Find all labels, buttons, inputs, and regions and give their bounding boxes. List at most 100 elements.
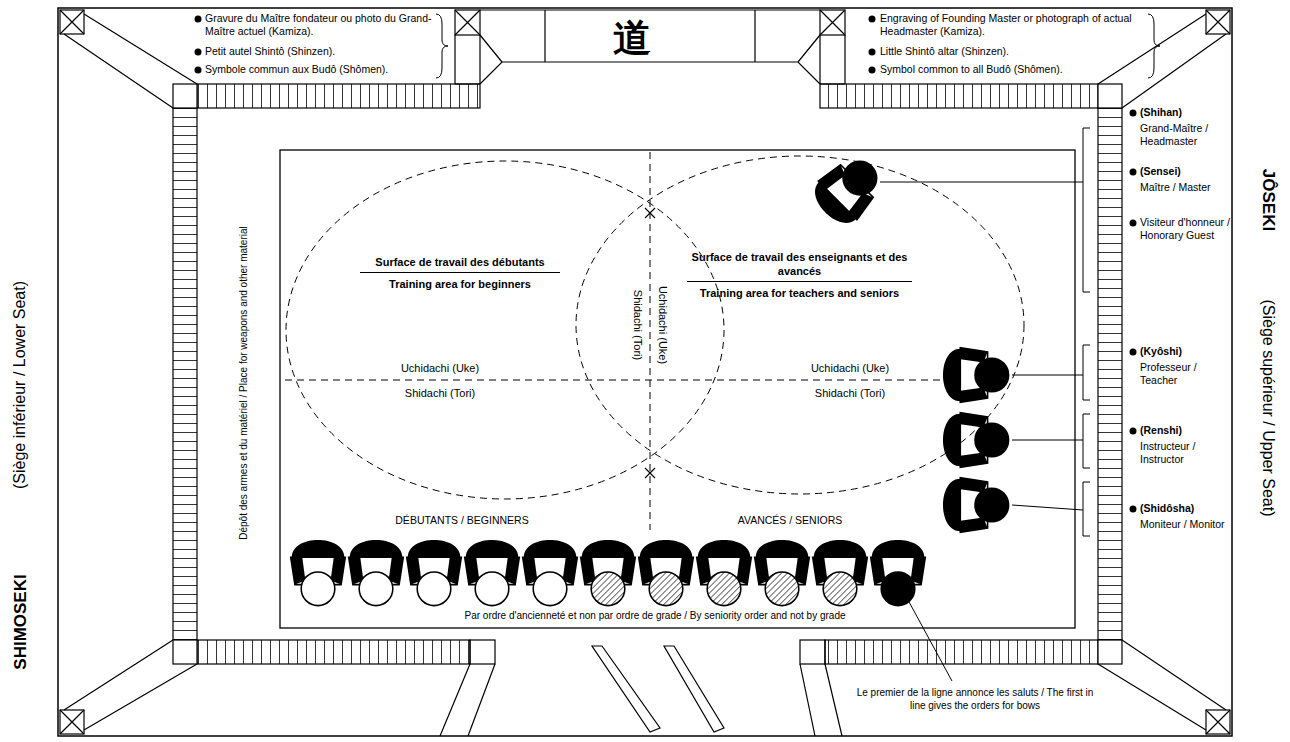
order-note: Par ordre d'ancienneté et non par ordre … <box>464 609 845 622</box>
beginner-figure <box>465 540 520 606</box>
beginner-figure <box>291 540 346 606</box>
door-panel <box>592 646 660 732</box>
area-subtitle: Training area for teachers and seniors <box>687 286 912 300</box>
role-label: Uchidachi (Uke) <box>811 361 889 375</box>
shidosha-figure <box>943 478 1009 533</box>
cross-mark <box>645 468 655 478</box>
entrance <box>440 640 842 736</box>
area-title: Surface de travail des enseignants et de… <box>687 250 912 282</box>
shinzen-note: Little Shintô altar (Shinzen). <box>880 45 1146 58</box>
wall-strip <box>825 640 1098 664</box>
bullet <box>1130 506 1137 513</box>
pillar <box>820 10 845 35</box>
corner-post <box>1206 10 1230 34</box>
renshi-figure <box>943 413 1009 468</box>
senior-figure <box>639 540 694 606</box>
rank-label: Moniteur / Monitor <box>1140 518 1230 531</box>
wall-strip <box>173 108 197 640</box>
senior-figure <box>755 540 810 606</box>
rank-title: (Shihan) <box>1140 106 1230 119</box>
corner-post <box>60 710 84 734</box>
shomen-alcove <box>455 10 845 84</box>
area-subtitle: Training area for beginners <box>360 277 560 291</box>
senior-figure <box>697 540 752 606</box>
area-ellipse <box>286 161 724 499</box>
role-label: Uchidachi (Uke) <box>401 361 479 375</box>
bullet <box>1130 110 1137 117</box>
bullet <box>195 16 202 23</box>
corner-beam <box>64 14 197 108</box>
axis-line <box>285 380 945 381</box>
senior-figure <box>581 540 636 606</box>
bracket <box>1083 414 1090 468</box>
corner-post-cross <box>1206 710 1230 734</box>
shinzen-note: Petit autel Shintô (Shinzen). <box>205 45 433 58</box>
corner-beam <box>1098 14 1226 108</box>
corner-post-cross <box>60 710 84 734</box>
cross-mark <box>645 208 655 218</box>
area-title: Surface de travail des débutants <box>360 255 560 273</box>
group-label: DÉBUTANTS / BEGINNERS <box>395 514 528 527</box>
wall-corner <box>173 640 197 664</box>
beginner-figure <box>407 540 462 606</box>
kamiza-note: Gravure du Maître fondateur ou photo du … <box>205 12 433 38</box>
side-title: SHIMOSEKI <box>10 574 31 669</box>
wall-corner <box>173 84 197 108</box>
bullet <box>1130 220 1137 227</box>
door-jamb-side <box>800 664 842 736</box>
bullet <box>1130 428 1137 435</box>
area-ellipse <box>576 156 1024 494</box>
pillar-cross <box>455 10 480 35</box>
storage-note: Dépôt des armes et du matériel / Place f… <box>237 226 250 540</box>
bracket <box>1083 128 1090 292</box>
bullets <box>195 16 1137 513</box>
corner-post <box>1206 710 1230 734</box>
side-subtitle: (Siège inférieur / Lower Seat) <box>10 281 30 489</box>
practitioners <box>291 147 1009 606</box>
role-label: Shidachi (Tori) <box>815 386 885 400</box>
shomen-note: Symbol common to all Budô (Shômen). <box>880 63 1146 76</box>
corner-post-cross <box>1206 10 1230 34</box>
leader-line <box>1012 440 1083 441</box>
rank-label: Maître / Master <box>1140 181 1230 194</box>
wall-corner <box>1098 84 1122 108</box>
corner-post-cross <box>60 10 84 34</box>
bracket <box>1083 345 1090 400</box>
rank-title: (Shidôsha) <box>1140 502 1230 515</box>
door-jamb-side <box>440 664 495 736</box>
bullet <box>195 49 202 56</box>
leaders <box>436 14 1160 681</box>
walls <box>173 84 1122 664</box>
wall-strip <box>1098 108 1122 640</box>
bullet <box>869 49 876 56</box>
bow-note: Le premier de la ligne annonce les salut… <box>855 686 1095 712</box>
leader-line <box>908 600 952 681</box>
rank-label: Professeur / Teacher <box>1140 361 1230 387</box>
wall-strip <box>197 84 480 108</box>
role-label: Shidachi (Tori) <box>405 386 475 400</box>
alcove-wall <box>480 10 820 62</box>
wall-corner <box>1098 640 1122 664</box>
beginner-figure <box>349 540 404 606</box>
role-label: Shidachi (Tori) <box>631 290 645 360</box>
corner-post <box>60 10 84 34</box>
side-title: JÔSEKI <box>1258 169 1279 231</box>
pillar-cross <box>820 10 845 35</box>
cross-marks <box>645 208 655 478</box>
rank-label: Grand-Maître / Headmaster <box>1140 122 1230 148</box>
side-subtitle: (Siège supérieur / Upper Seat) <box>1258 300 1278 517</box>
alcove-floor <box>480 62 820 84</box>
role-label: Uchidachi (Uke) <box>656 286 670 364</box>
beginner-figure <box>523 540 578 606</box>
door-jamb <box>470 640 495 664</box>
kamiza-note: Engraving of Founding Master or photogra… <box>880 12 1146 38</box>
rank-title: (Renshi) <box>1140 424 1230 437</box>
brace <box>436 14 448 78</box>
leader-line <box>1012 505 1083 510</box>
wall-strip <box>197 640 470 664</box>
corner-posts <box>60 10 1230 734</box>
bullet <box>869 67 876 74</box>
axis-lines <box>285 152 945 530</box>
tatami-area <box>280 150 1075 628</box>
